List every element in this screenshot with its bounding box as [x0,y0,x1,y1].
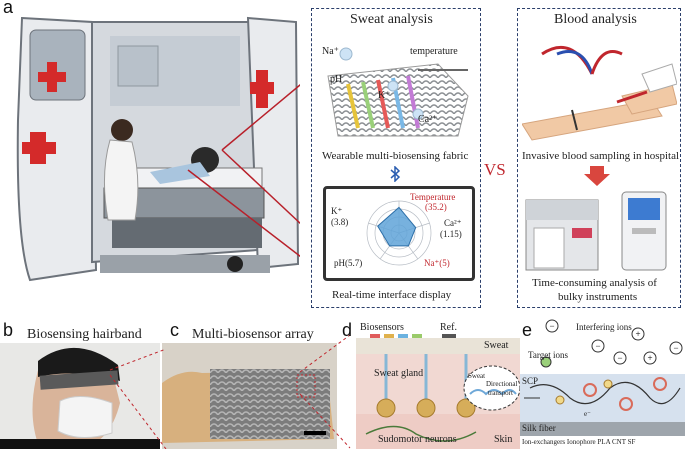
label-directional: Directional [486,380,518,388]
display-caption: Real-time interface display [332,289,452,301]
label-sweat-inset: Sweat [468,372,486,380]
biosensor-array-photo [162,343,337,449]
vs-label: VS [484,160,506,179]
svg-text:+: + [635,329,640,339]
svg-text:−: − [595,341,600,351]
radar-label-ca: Ca²⁺ [444,218,462,228]
svg-text:−: − [617,353,622,363]
label-biosensors: Biosensors [360,322,404,333]
radar-label-ph: pH(5.7) [334,258,363,268]
label-scp: SCP [522,376,539,386]
fabric-label-temperature: temperature [410,46,458,57]
hairband-photo [0,343,160,449]
fabric-label-na: Na⁺ [322,46,339,57]
panel-d-label: d [342,320,353,340]
instrument-caption-line2: bulky instruments [558,291,638,303]
fabric-label-ph: pH [330,74,343,85]
blood-analysis-box [517,8,681,308]
radar-value-temperature: (35.2) [425,202,447,212]
sweat-gland-diagram [356,334,520,449]
fabric-label-k: K⁺ [378,90,391,101]
panel-a-label: a [3,0,14,17]
blood-analysis-title: Blood analysis [554,12,637,27]
label-ref: Ref. [440,322,457,333]
multi-biosensing-fabric-illustration [327,47,469,137]
label-sweat-gland: Sweat gland [374,368,424,379]
fabric-label-ca: Ca²⁺ [418,114,438,125]
tablet-interface [323,186,475,281]
radar-label-na: Na⁺(5) [424,258,450,268]
instrument-caption-line1: Time-consuming analysis of [532,277,657,289]
svg-text:−: − [549,321,554,331]
label-interfering-ions: Interfering ions [576,322,632,332]
label-silk-fiber: Silk fiber [522,423,556,433]
arrow-down-icon [584,166,610,186]
label-sudomotor-neurons: Sudomotor neurons [378,434,457,445]
ambulance-illustration [16,16,300,282]
blood-sampling-illustration [522,45,677,141]
membrane-legend: Ion-exchangers Ionophore PLA CNT SF [522,438,636,446]
bulky-instruments-illustration [525,191,667,271]
svg-text:+: + [647,353,652,363]
radar-value-ca: (1.15) [440,229,462,239]
label-electron: e⁻ [584,410,591,418]
panel-b-label: b [3,320,14,340]
radar-label-k: K⁺ [331,206,343,216]
sweat-analysis-title: Sweat analysis [350,12,433,27]
panel-e-label: e [522,320,533,340]
label-transport: transport [488,389,513,397]
radar-value-polygon [377,206,417,247]
svg-text:−: − [673,343,678,353]
blood-caption: Invasive blood sampling in hospital [522,150,680,162]
radar-chart [366,200,432,266]
ion-selective-membrane-diagram: − + − − + − [520,319,685,436]
fabric-caption: Wearable multi-biosensing fabric [322,150,469,162]
zoom-guide-lines [109,334,351,449]
bluetooth-icon [390,166,401,182]
label-sweat: Sweat [484,340,509,351]
panel-c-label: c [170,320,179,340]
radar-label-temperature: Temperature [410,192,456,202]
radar-value-k: (3.8) [331,217,349,227]
label-target-ions: Target ions [528,350,568,360]
label-skin: Skin [494,434,513,445]
panel-c-title: Multi-biosensor array [192,327,314,342]
panel-b-title: Biosensing hairband [27,327,142,342]
sweat-analysis-box [311,8,481,308]
